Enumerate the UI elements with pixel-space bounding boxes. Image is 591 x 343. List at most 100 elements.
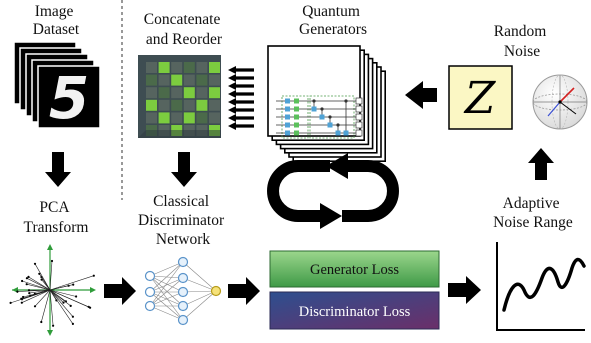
input-node (144, 286, 156, 298)
noise-z-symbol: Z (463, 73, 497, 124)
pca-point (27, 289, 31, 292)
pca-vector (34, 263, 51, 291)
pca-point (71, 322, 74, 325)
pca-vector (22, 280, 51, 291)
network-edge (182, 290, 217, 293)
pca-point (71, 315, 74, 318)
qubit-gate (285, 106, 290, 112)
pca-point (72, 283, 75, 286)
pca-point (16, 290, 19, 293)
generator-arrow (228, 90, 254, 98)
input-node (144, 270, 156, 282)
network-edge (182, 277, 217, 292)
pca-point (40, 278, 43, 281)
mosaic-cell (183, 62, 195, 73)
quantum-generators-label: Quantum Generators (299, 3, 367, 38)
pca-point (22, 295, 25, 299)
qubit-gate (294, 130, 299, 136)
pca-point (69, 304, 72, 307)
pca-vector (49, 289, 74, 317)
pca-point (9, 301, 12, 304)
generator-loss-label: Generator Loss (310, 262, 399, 278)
control-dot (328, 115, 332, 119)
network-edge (149, 275, 184, 307)
pca-axis-head (47, 330, 53, 336)
mosaic-cell (196, 62, 208, 73)
pca-vector (26, 277, 51, 291)
target-gate (327, 122, 333, 128)
pca-vector (28, 276, 51, 291)
pca-point (33, 262, 37, 265)
target-gate (311, 106, 317, 112)
pca-point (38, 272, 41, 275)
target-gate (335, 130, 341, 136)
qubit-gate (294, 106, 299, 112)
mosaic-cell (196, 74, 208, 86)
network-edge (149, 261, 184, 277)
mosaic-cell (146, 87, 157, 99)
pca-vector (49, 289, 54, 326)
quantum-generators-stack (267, 45, 387, 162)
output-node (210, 285, 222, 297)
pca-point (27, 275, 30, 278)
mosaic-cell (171, 87, 183, 99)
arrow-network-to-losses (228, 277, 260, 305)
classical-discriminator-label: Classical Discriminator Network (138, 193, 228, 248)
pca-vector (21, 289, 51, 303)
target-gate (343, 130, 349, 136)
qubit-measure (355, 121, 363, 129)
pca-point (28, 292, 31, 295)
generator-arrow (228, 66, 254, 74)
classical-discriminator-network (144, 256, 222, 326)
mosaic-cell (146, 112, 157, 124)
qubit-gate (294, 114, 299, 120)
mosaic-cell (183, 87, 195, 99)
input-node (144, 300, 156, 312)
pca-vector (49, 284, 74, 291)
image-dataset-stack: 5 (13, 41, 101, 132)
mosaic-cell (209, 74, 220, 86)
pca-vector (29, 289, 51, 294)
mosaic-cell (146, 99, 157, 111)
pca-axis-head (47, 244, 53, 250)
mosaic-cell (209, 62, 220, 73)
control-dot (344, 99, 348, 103)
generator-card (267, 45, 361, 137)
bloch-sphere-icon (532, 74, 588, 130)
pca-scatter-plot (9, 244, 96, 336)
generator-arrow (228, 122, 254, 130)
mosaic-cell (196, 112, 208, 124)
image-dataset-label: Image Dataset (33, 3, 80, 38)
noise-range-curve (502, 257, 586, 312)
pca-point (75, 295, 78, 298)
mosaic-cell (146, 62, 157, 73)
network-edge (149, 305, 184, 321)
mosaic-cell (196, 87, 208, 99)
qubit-gate (285, 98, 290, 104)
mosaic-cell (158, 62, 170, 73)
qubit-gate (294, 122, 299, 128)
concatenated-mosaic (138, 55, 221, 138)
pca-vector (49, 289, 91, 308)
digit-image: 5 (49, 64, 89, 132)
random-noise-label: Random Noise (494, 23, 550, 60)
pca-vector (49, 275, 94, 291)
pca-vector (49, 289, 77, 297)
mosaic-cell (158, 112, 170, 124)
arrow-mosaic-to-discriminator (171, 152, 197, 187)
pca-point (25, 283, 28, 286)
network-edge (182, 290, 217, 321)
generator-arrow (228, 74, 254, 82)
pca-point (62, 301, 65, 304)
hidden-node (177, 314, 189, 326)
network-edge (149, 275, 184, 321)
pca-vector (34, 289, 51, 307)
pca-point (40, 320, 43, 324)
hidden-node (177, 300, 189, 312)
generator-loss-box: Generator Loss (269, 250, 440, 288)
generator-arrow (228, 98, 254, 106)
network-edge (149, 261, 184, 307)
qubit-gate (294, 98, 299, 104)
control-dot (312, 99, 316, 103)
